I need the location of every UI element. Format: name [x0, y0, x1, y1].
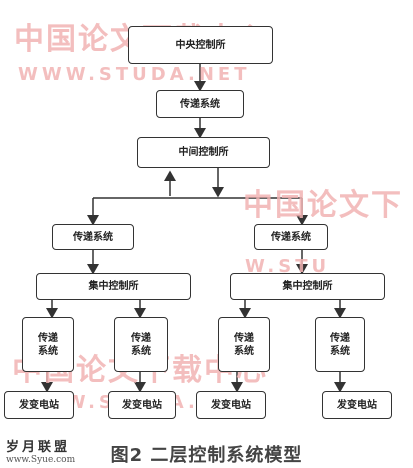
node-transmission-left: 传递系统	[52, 224, 134, 250]
site-logo: 岁月联盟 www.Syue.com	[6, 436, 86, 465]
node-leaf-transmission-1: 传递 系统	[22, 317, 74, 372]
figure-caption: 图2 二层控制系统模型	[110, 445, 303, 466]
node-concentrated-right: 集中控制所	[230, 273, 385, 300]
node-leaf-transmission-3: 传递 系统	[218, 317, 270, 372]
node-substation-3: 发变电站	[196, 391, 266, 419]
node-substation-2: 发变电站	[108, 391, 176, 419]
node-transmission-top: 传递系统	[156, 90, 244, 118]
node-concentrated-left: 集中控制所	[36, 273, 191, 300]
node-middle-control: 中间控制所	[137, 137, 270, 168]
node-leaf-transmission-4: 传递 系统	[315, 317, 365, 372]
node-substation-4: 发变电站	[322, 391, 392, 419]
site-logo-line1: 岁月联盟	[6, 440, 71, 455]
node-central-control: 中央控制所	[128, 26, 273, 64]
node-substation-1: 发变电站	[4, 391, 74, 419]
node-transmission-right: 传递系统	[254, 224, 328, 250]
node-leaf-transmission-2: 传递 系统	[114, 317, 168, 372]
site-logo-line2: www.Syue.com	[6, 455, 76, 465]
